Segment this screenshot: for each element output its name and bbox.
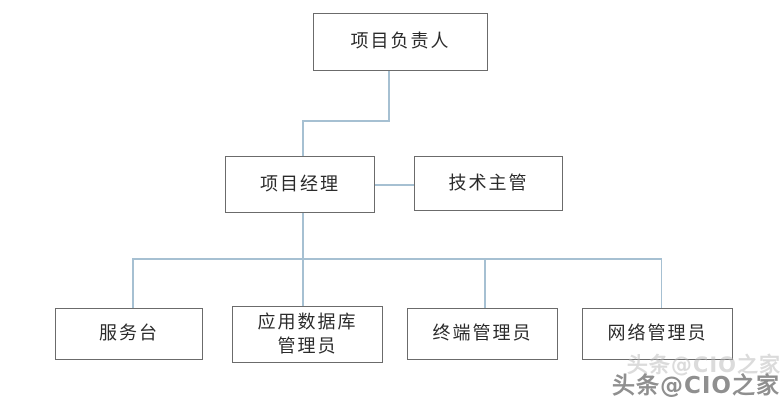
node-network-admin: 网络管理员 [582, 308, 733, 360]
node-project-manager: 项目经理 [225, 156, 375, 213]
connector-drop-network-admin [660, 258, 662, 309]
connector-drop-app-db-admin [302, 258, 304, 307]
connector-leader-jog [302, 120, 390, 122]
watermark-ghost-text: 头条@CIO之家 [626, 353, 781, 377]
connector-manager-down [302, 212, 304, 259]
node-network-admin-label: 网络管理员 [607, 323, 708, 344]
node-tech-supervisor-label: 技术主管 [448, 172, 529, 194]
node-service-desk-label: 服务台 [99, 323, 159, 344]
node-project-leader-label: 项目负责人 [350, 31, 451, 52]
node-terminal-admin-label: 终端管理员 [432, 323, 533, 344]
connector-leader-to-manager [302, 120, 304, 157]
node-service-desk: 服务台 [55, 308, 203, 360]
connector-drop-service-desk [132, 258, 134, 309]
node-terminal-admin: 终端管理员 [407, 308, 558, 360]
watermark: 头条@CIO之家 头条@CIO之家 [583, 343, 783, 403]
node-app-db-admin: 应用数据库 管理员 [232, 306, 383, 363]
watermark-main-text: 头条@CIO之家 [612, 373, 780, 399]
node-app-db-admin-label: 应用数据库 管理员 [257, 311, 358, 357]
node-project-manager-label: 项目经理 [260, 173, 340, 195]
connector-leader-down [388, 71, 390, 121]
node-project-leader: 项目负责人 [313, 13, 488, 71]
connector-bottom-rail [132, 258, 662, 260]
node-tech-supervisor: 技术主管 [414, 156, 563, 211]
connector-drop-terminal-admin [484, 258, 486, 309]
connector-manager-techsupervisor [374, 184, 415, 186]
